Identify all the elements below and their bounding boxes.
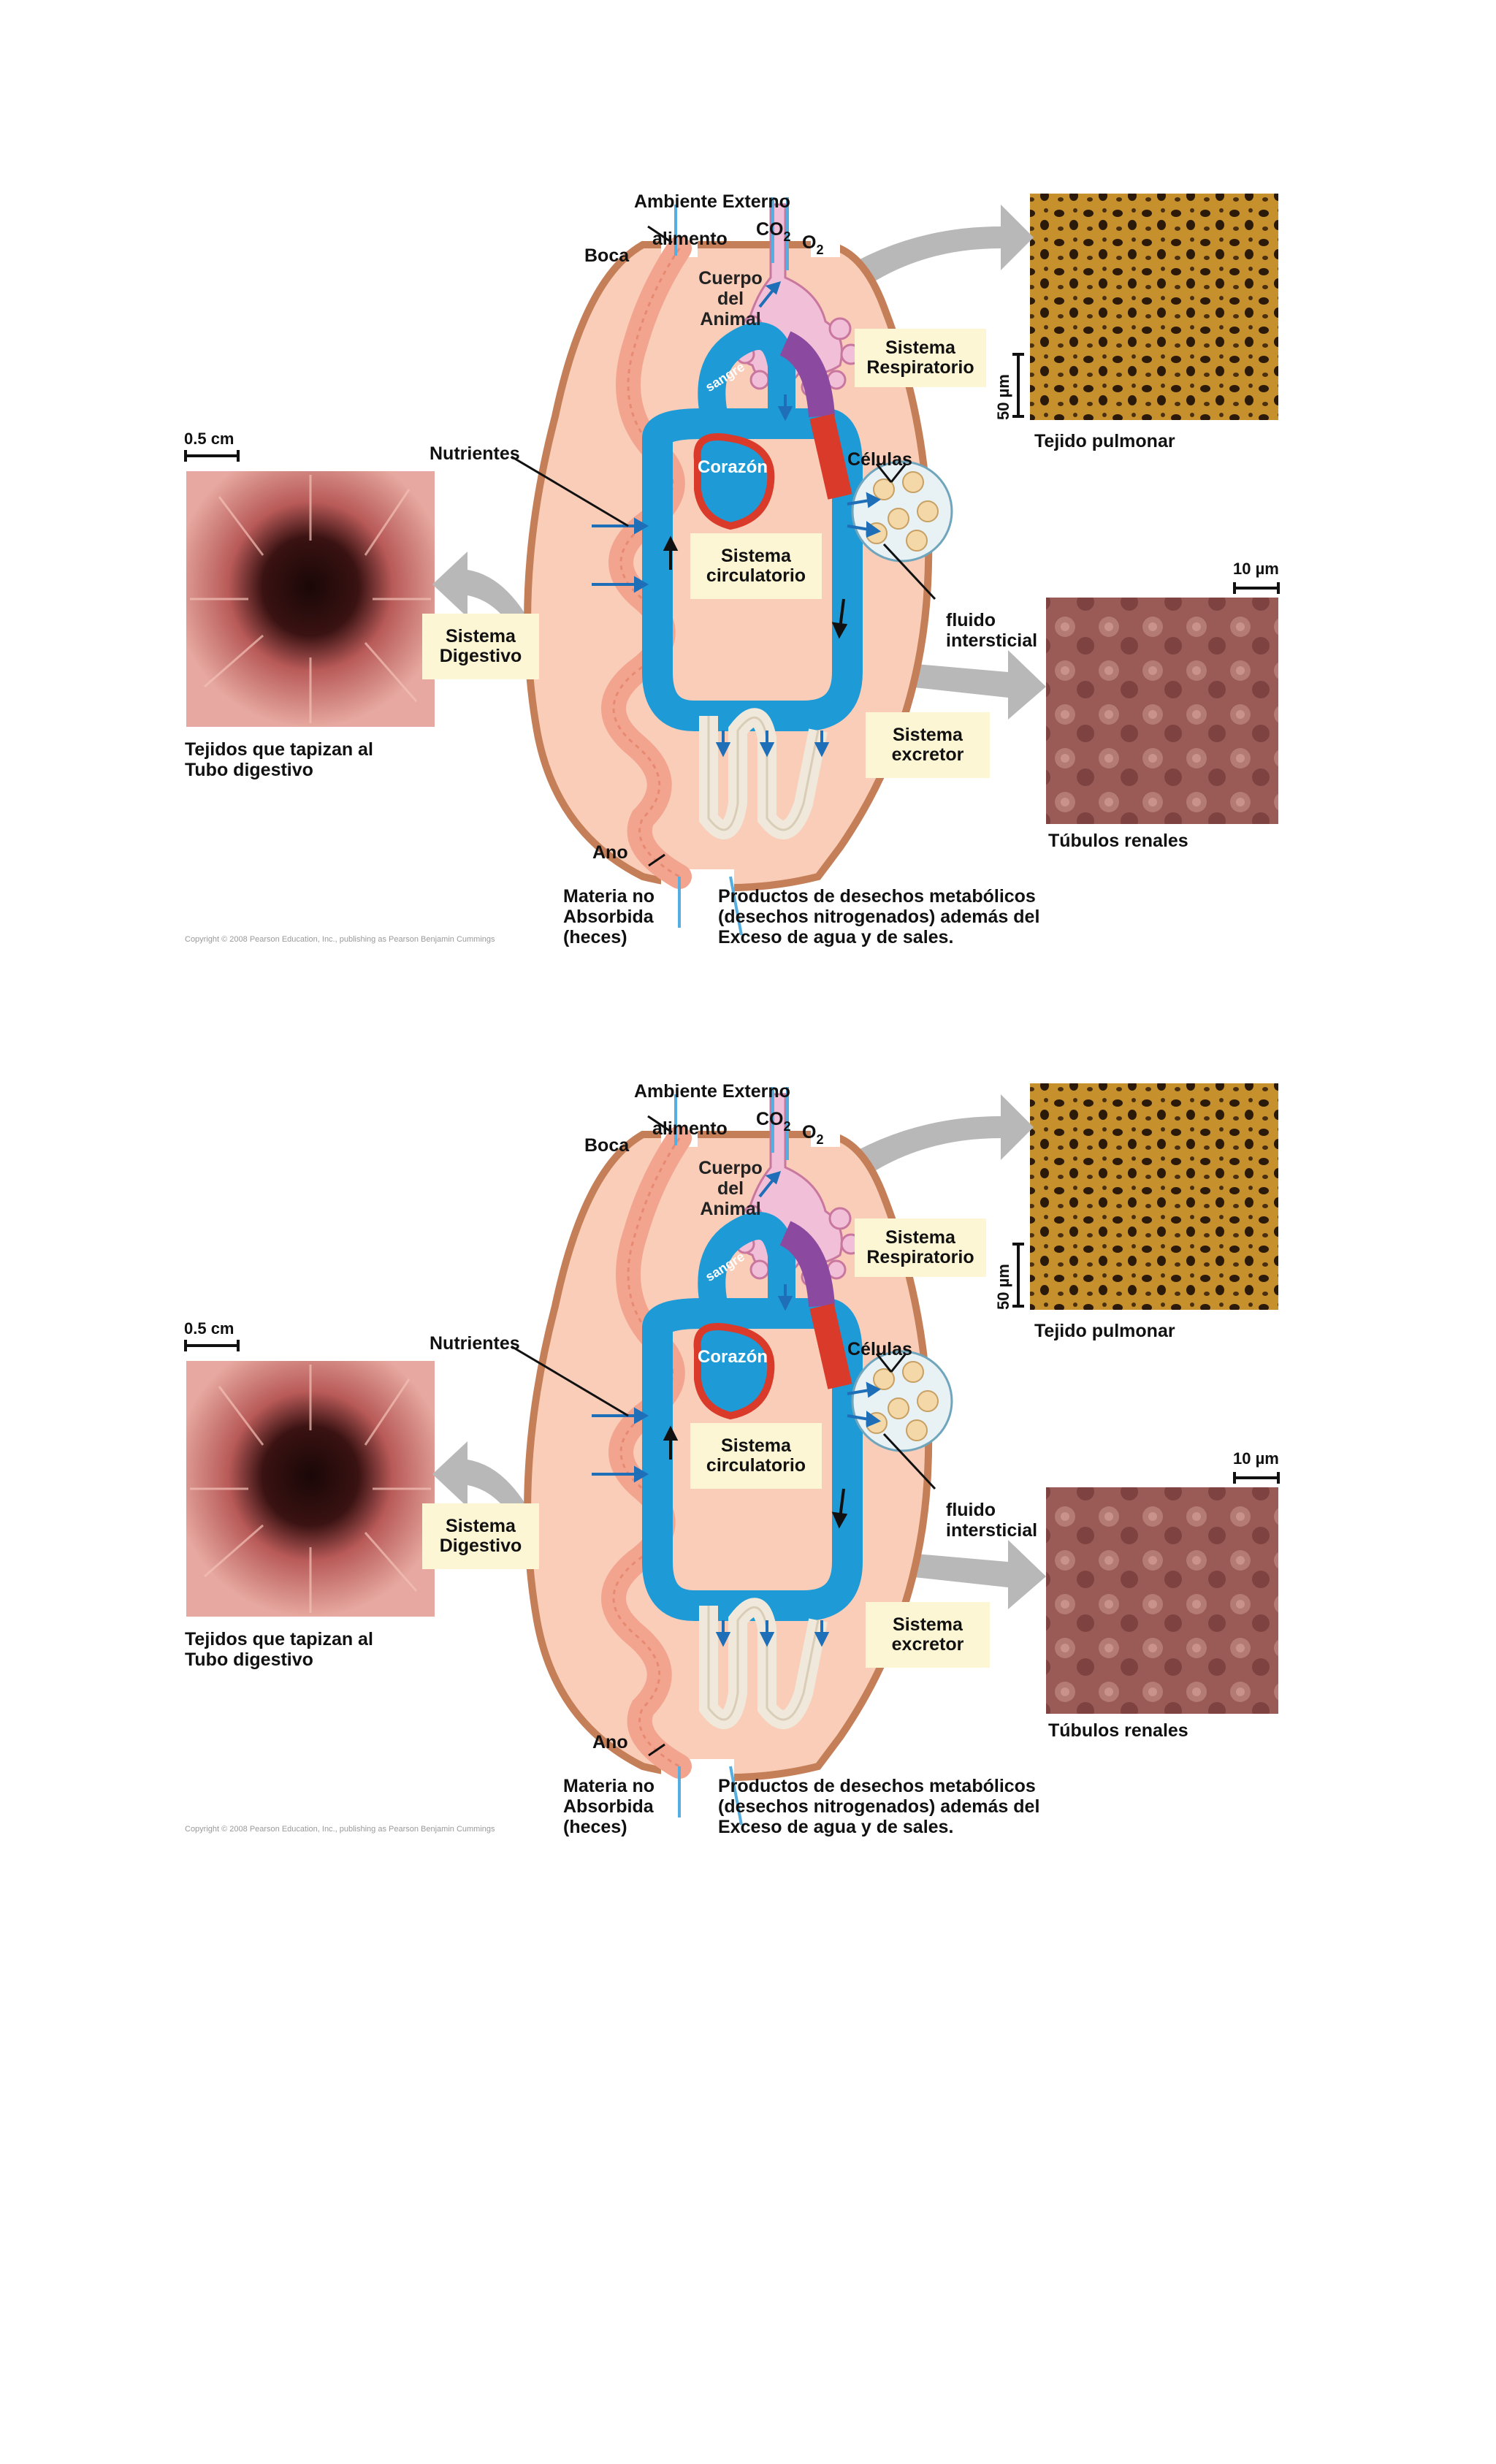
- box-sistema-digestivo: Sistema Digestivo: [422, 614, 539, 679]
- label-tejidos-tubo-digestivo: Tejidos que tapizan al Tubo digestivo: [185, 739, 373, 780]
- label-boca: Boca: [584, 245, 630, 266]
- circulatory-loop: [642, 408, 863, 731]
- label-scale-gut: 0.5 cm: [184, 1319, 234, 1338]
- lung-tissue-photo: [1030, 194, 1278, 420]
- label-o2: O2: [802, 1122, 824, 1147]
- label-alimento: alimento: [652, 229, 728, 249]
- label-ambiente-externo: Ambiente Externo: [634, 1081, 790, 1102]
- lung-tissue-photo: [1030, 1083, 1278, 1310]
- diagram-panel-bottom: Ambiente Externo alimento CO2 O2 Boca Cu…: [0, 1065, 1496, 1964]
- heart: [693, 433, 775, 530]
- label-cuerpo-animal: Cuerpo del Animal: [698, 268, 763, 329]
- label-scale-kidney: 10 µm: [1233, 560, 1279, 578]
- label-fluido-intersticial: fluido intersticial: [946, 610, 1038, 651]
- label-nutrientes: Nutrientes: [430, 1333, 520, 1354]
- label-celulas: Células: [847, 1339, 912, 1359]
- label-productos-desechos: Productos de desechos metabólicos (desec…: [718, 886, 1040, 947]
- circulatory-loop: [642, 1298, 863, 1621]
- box-sistema-circulatorio: Sistema circulatorio: [690, 1423, 822, 1489]
- label-materia-no-absorbida: Materia no Absorbida (heces): [563, 1776, 655, 1837]
- label-ambiente-externo: Ambiente Externo: [634, 191, 790, 212]
- label-celulas: Células: [847, 449, 912, 470]
- diagram-graphic: [184, 1083, 1280, 1826]
- box-sistema-excretor: Sistema excretor: [866, 712, 990, 778]
- label-ano: Ano: [592, 1732, 628, 1752]
- diagram-panel-top: Ambiente Externo alimento CO2 O2 Boca Cu…: [0, 175, 1496, 1074]
- label-corazon: Corazón: [698, 457, 768, 477]
- label-corazon: Corazón: [698, 1347, 768, 1367]
- label-alimento: alimento: [652, 1118, 728, 1139]
- label-materia-no-absorbida: Materia no Absorbida (heces): [563, 886, 655, 947]
- label-scale-gut: 0.5 cm: [184, 430, 234, 448]
- label-tejidos-tubo-digestivo: Tejidos que tapizan al Tubo digestivo: [185, 1629, 373, 1670]
- copyright-note: Copyright © 2008 Pearson Education, Inc.…: [185, 935, 495, 944]
- label-co2: CO2: [756, 219, 791, 244]
- label-tejido-pulmonar: Tejido pulmonar: [1034, 1321, 1175, 1341]
- label-fluido-intersticial: fluido intersticial: [946, 1500, 1038, 1541]
- kidney-tubules-photo: [1046, 1487, 1278, 1714]
- label-tejido-pulmonar: Tejido pulmonar: [1034, 431, 1175, 451]
- box-sistema-digestivo: Sistema Digestivo: [422, 1503, 539, 1569]
- box-sistema-circulatorio: Sistema circulatorio: [690, 533, 822, 599]
- label-tubulos-renales: Túbulos renales: [1048, 831, 1188, 851]
- label-cuerpo-animal: Cuerpo del Animal: [698, 1158, 763, 1219]
- label-nutrientes: Nutrientes: [430, 443, 520, 464]
- label-scale-lung: 50 µm: [994, 374, 1012, 420]
- label-scale-kidney: 10 µm: [1233, 1449, 1279, 1468]
- box-sistema-respiratorio: Sistema Respiratorio: [855, 1218, 986, 1277]
- heart: [693, 1323, 775, 1420]
- box-sistema-excretor: Sistema excretor: [866, 1602, 990, 1668]
- label-scale-lung: 50 µm: [994, 1264, 1012, 1310]
- label-o2: O2: [802, 232, 824, 257]
- box-sistema-respiratorio: Sistema Respiratorio: [855, 329, 986, 387]
- kidney-tubules-photo: [1046, 598, 1278, 824]
- copyright-note: Copyright © 2008 Pearson Education, Inc.…: [185, 1825, 495, 1834]
- label-co2: CO2: [756, 1109, 791, 1134]
- label-boca: Boca: [584, 1135, 630, 1156]
- label-productos-desechos: Productos de desechos metabólicos (desec…: [718, 1776, 1040, 1837]
- label-ano: Ano: [592, 842, 628, 863]
- label-tubulos-renales: Túbulos renales: [1048, 1720, 1188, 1741]
